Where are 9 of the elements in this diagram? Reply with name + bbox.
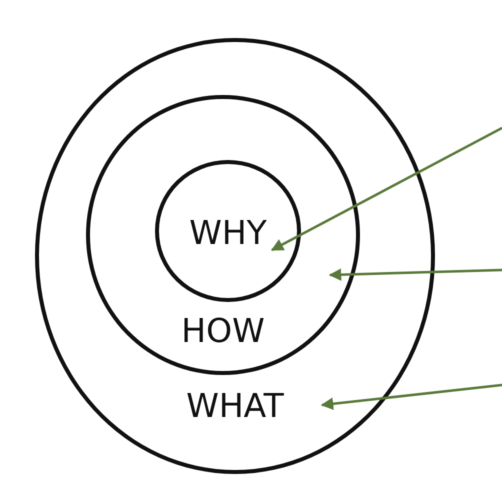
circle-label: HOW	[181, 314, 265, 347]
arrow	[320, 384, 502, 410]
circle-label: WHY	[189, 216, 267, 249]
outer-ring	[35, 38, 435, 474]
arrow	[328, 268, 502, 281]
inner-circle	[155, 160, 301, 302]
circle-label: WHAT	[186, 389, 284, 422]
middle-ring	[86, 95, 360, 375]
arrow	[270, 126, 502, 252]
